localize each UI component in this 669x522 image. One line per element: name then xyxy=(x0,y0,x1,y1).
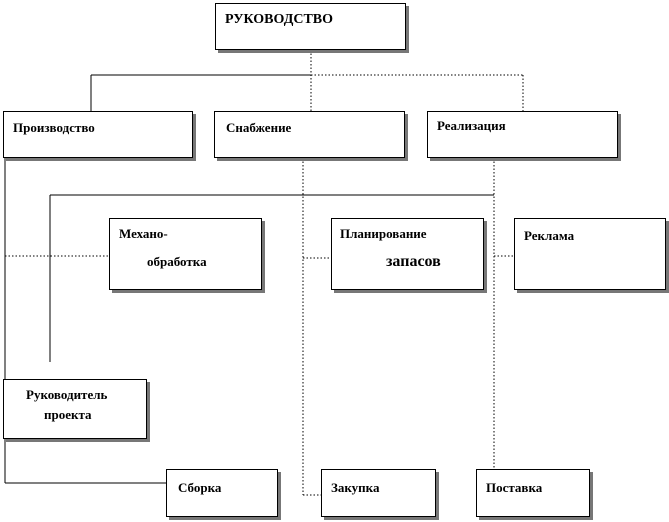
node-delivery-label: Поставка xyxy=(486,480,543,495)
node-assembly: Сборка xyxy=(166,469,278,517)
node-planning: Планирование запасов xyxy=(331,218,484,290)
node-machining: Механо- обработка xyxy=(109,218,262,290)
node-delivery: Поставка xyxy=(476,469,590,517)
node-project-manager-label-1: Руководитель xyxy=(26,387,108,402)
node-sales: Реализация xyxy=(427,111,618,158)
node-purchasing-label: Закупка xyxy=(331,480,380,495)
node-machining-label-2: обработка xyxy=(147,254,207,269)
node-production: Производство xyxy=(3,111,193,158)
node-project-manager: Руководитель проекта xyxy=(3,379,147,439)
node-root-label: РУКОВОДСТВО xyxy=(225,12,334,27)
node-assembly-label: Сборка xyxy=(178,480,222,495)
node-project-manager-label-2: проекта xyxy=(44,407,92,422)
node-machining-label-1: Механо- xyxy=(119,226,168,241)
node-supply-label: Снабжение xyxy=(226,120,292,135)
node-advertising: Реклама xyxy=(514,218,666,290)
node-root: РУКОВОДСТВО xyxy=(215,3,406,50)
node-supply: Снабжение xyxy=(214,111,405,158)
node-production-label: Производство xyxy=(13,120,95,135)
node-advertising-label: Реклама xyxy=(524,228,575,243)
node-purchasing: Закупка xyxy=(321,469,436,517)
node-sales-label: Реализация xyxy=(437,118,506,133)
node-planning-label-1: Планирование xyxy=(340,226,427,241)
node-planning-label-2: запасов xyxy=(386,253,441,270)
